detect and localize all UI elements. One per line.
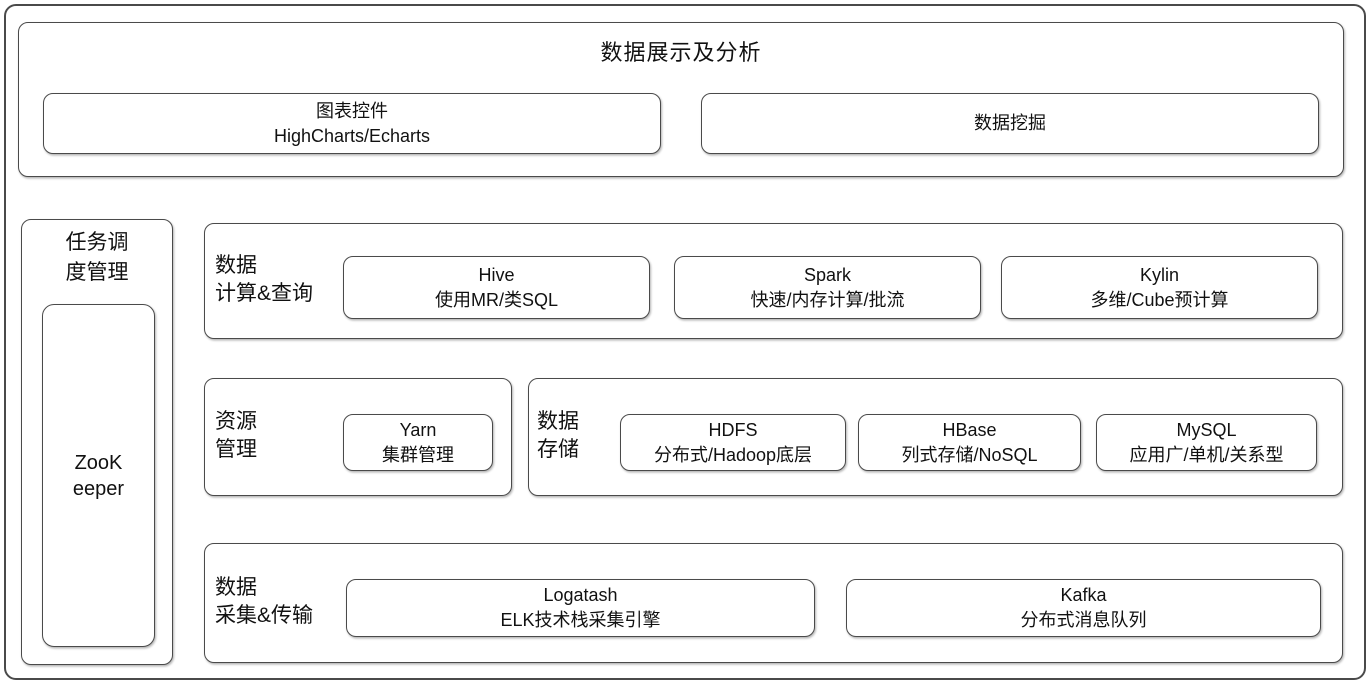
- mysql-name: MySQL: [1176, 419, 1237, 440]
- hbase-name: HBase: [942, 419, 997, 440]
- hbase-box: HBase 列式存储/NoSQL: [858, 414, 1081, 471]
- kylin-box: Kylin 多维/Cube预计算: [1001, 256, 1318, 319]
- kafka-desc: 分布式消息队列: [1020, 610, 1147, 630]
- data-storage-label-line2: 存储: [537, 437, 579, 461]
- yarn-name: Yarn: [399, 419, 437, 440]
- data-compute-query-label-line1: 数据: [215, 253, 257, 277]
- task-scheduling-title: 任务调 度管理: [22, 228, 172, 288]
- chart-controls-tech: HighCharts/Echarts: [273, 125, 431, 146]
- spark-name: Spark: [803, 264, 852, 285]
- task-scheduling-title-line2: 度管理: [65, 261, 129, 284]
- data-collection-transport-label-line1: 数据: [215, 575, 257, 599]
- data-collection-transport-section: 数据 采集&传输 Logatash ELK技术栈采集引擎 Kafka 分布式消息…: [204, 543, 1343, 663]
- chart-controls-box: 图表控件 HighCharts/Echarts: [43, 93, 661, 154]
- spark-desc: 快速/内存计算/批流: [750, 289, 905, 310]
- task-scheduling-title-line1: 任务调: [65, 231, 129, 254]
- data-compute-query-section: 数据 计算&查询 Hive 使用MR/类SQL Spark 快速/内存计算/批流…: [204, 223, 1343, 339]
- data-collection-transport-label: 数据 采集&传输: [215, 574, 313, 630]
- data-storage-label-line1: 数据: [537, 409, 579, 433]
- mysql-desc: 应用广/单机/关系型: [1129, 444, 1284, 465]
- hive-name: Hive: [478, 264, 515, 285]
- kylin-name: Kylin: [1139, 264, 1179, 285]
- logatash-name: Logatash: [543, 585, 618, 605]
- kafka-box: Kafka 分布式消息队列: [846, 579, 1321, 637]
- resource-management-label: 资源 管理: [215, 408, 257, 464]
- kafka-name: Kafka: [1060, 585, 1107, 605]
- hive-desc: 使用MR/类SQL: [434, 289, 558, 310]
- hdfs-desc: 分布式/Hadoop底层: [653, 444, 813, 465]
- hive-box: Hive 使用MR/类SQL: [343, 256, 650, 319]
- resource-management-label-line1: 资源: [215, 409, 257, 433]
- kylin-desc: 多维/Cube预计算: [1090, 289, 1229, 310]
- resource-management-label-line2: 管理: [215, 437, 257, 461]
- hbase-desc: 列式存储/NoSQL: [901, 444, 1038, 465]
- zookeeper-label-line2: eeper: [72, 477, 125, 500]
- data-mining-box: 数据挖掘: [701, 93, 1319, 154]
- resource-management-section: 资源 管理 Yarn 集群管理: [204, 378, 512, 496]
- zookeeper-box: ZooK eeper: [42, 304, 155, 647]
- yarn-box: Yarn 集群管理: [343, 414, 493, 471]
- hdfs-box: HDFS 分布式/Hadoop底层: [620, 414, 846, 471]
- display-analysis-section: 数据展示及分析 图表控件 HighCharts/Echarts 数据挖掘: [18, 22, 1344, 177]
- task-scheduling-section: 任务调 度管理 ZooK eeper: [21, 219, 173, 665]
- data-mining-label: 数据挖掘: [974, 113, 1046, 133]
- hdfs-name: HDFS: [708, 419, 758, 440]
- display-analysis-title: 数据展示及分析: [600, 40, 762, 65]
- data-storage-label: 数据 存储: [537, 408, 579, 464]
- logatash-box: Logatash ELK技术栈采集引擎: [346, 579, 815, 637]
- data-collection-transport-label-line2: 采集&传输: [215, 603, 314, 627]
- data-compute-query-label-line2: 计算&查询: [215, 281, 314, 305]
- logatash-desc: ELK技术栈采集引擎: [500, 610, 661, 630]
- spark-box: Spark 快速/内存计算/批流: [674, 256, 981, 319]
- mysql-box: MySQL 应用广/单机/关系型: [1096, 414, 1317, 471]
- yarn-desc: 集群管理: [382, 444, 454, 465]
- zookeeper-label-line1: ZooK: [74, 451, 123, 474]
- data-storage-section: 数据 存储 HDFS 分布式/Hadoop底层 HBase 列式存储/NoSQL…: [528, 378, 1343, 496]
- chart-controls-label: 图表控件: [316, 100, 388, 121]
- data-compute-query-label: 数据 计算&查询: [215, 252, 313, 308]
